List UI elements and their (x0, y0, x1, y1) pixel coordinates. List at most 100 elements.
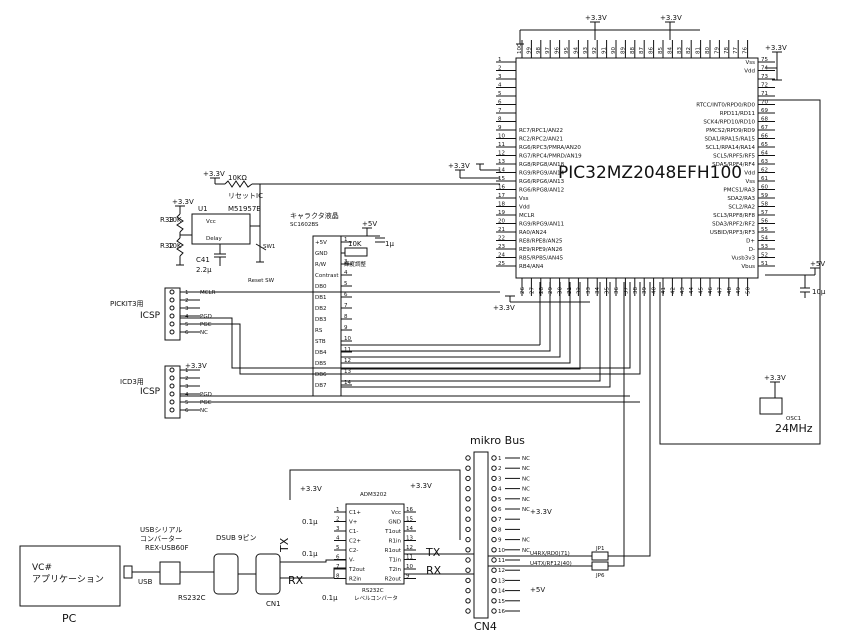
mikro-pin-right (491, 496, 497, 502)
mcu-top-pin-num: 76 (743, 47, 749, 54)
rs232-left-pin-num: 4 (336, 536, 340, 542)
rs232-right-pin-name: T1in (388, 558, 401, 564)
osc-name: OSC1 (786, 416, 801, 422)
mcu-top-pin-num: 98 (536, 47, 542, 54)
icsp-pin-num: 3 (185, 306, 189, 312)
mcu-right-pin-num: 61 (761, 176, 768, 182)
mcu-bottom-pin-num: 44 (689, 287, 695, 294)
mcu-left-pin-name: RG6/RPG6/AN13 (519, 179, 565, 185)
mcu-right-pin-num: 55 (761, 227, 768, 233)
icsp-pin-num: 5 (185, 322, 189, 328)
icsp-pin (169, 407, 175, 413)
mikro-pin-left (465, 547, 471, 553)
mikro-pin-left (465, 485, 471, 492)
mcu-right-pin-num: 62 (761, 168, 768, 174)
icsp-pin (169, 297, 175, 303)
mcu-right-pin-num: 58 (761, 202, 768, 208)
rs232-right-pin-num: 11 (406, 555, 413, 561)
lcd-pin-num: 13 (344, 369, 351, 375)
mcu-bottom-pin-num: 48 (727, 287, 733, 294)
v33-label: +3.3V (300, 485, 322, 493)
reset-ic-label: U1 (198, 205, 208, 213)
mcu-left-pin-name: RG6/RPG8/AN12 (519, 188, 564, 194)
mikro-pin-left (465, 536, 471, 543)
mcu-left-pin-name: RE9/RPE9/AN26 (519, 247, 563, 253)
reset-resistor: 10KΩ (228, 174, 247, 182)
mcu-right-pin-name: SDA3/RPF2/RF2 (712, 222, 755, 228)
pc-conv-line1: USBシリアル (140, 526, 182, 534)
mcu-right-pin-num: 66 (761, 134, 768, 140)
mcu-right-pin-num: 64 (761, 151, 768, 157)
mcu-top-pin-num: 78 (724, 47, 730, 54)
icsp-pin-num: 1 (185, 368, 189, 374)
icsp-pin (169, 367, 175, 373)
lcd-pin-name: +5V (315, 240, 327, 246)
icsp-pin (169, 289, 175, 295)
pc-label: PC (62, 612, 77, 625)
lcd-pin-name: DB0 (315, 284, 327, 290)
reset-circuit: +3.3V 10KΩ リセットIC +3.3V R33 10K R32 10K … (160, 170, 500, 284)
mikro-pin-right (491, 536, 497, 543)
r32-value: 10K (168, 242, 182, 250)
mcu-left-pin-name: MCLR (519, 213, 535, 219)
icsp-pin (169, 321, 175, 327)
mcu-right-pin-name: Vusb3v3 (732, 256, 756, 262)
rs232-left-pin-name: V+ (349, 520, 358, 526)
v33-label: +3.3V (203, 170, 225, 178)
lcd-pin-name: R/W (315, 262, 327, 268)
v33-label: +3.3V (185, 362, 207, 370)
mikro-pin-right (491, 577, 497, 584)
rs232-left-pin-name: C1- (349, 529, 358, 535)
mcu-right-pin-name: Vss (746, 179, 756, 185)
mikro-pin-right (491, 465, 497, 471)
mcu-top-pin-num: 100 (517, 43, 523, 54)
mcu-left-pin-name: RB4/AN4 (519, 264, 544, 270)
mcu-right-pin-name: SDA1/RPA15/RA15 (704, 137, 755, 143)
mcu-top-pin-num: 80 (705, 47, 711, 54)
mikro-label: CN4 (474, 620, 497, 633)
v33-label: +3.3V (765, 44, 787, 52)
lcd-pin-name: Contrast (315, 273, 339, 279)
icsp-pin-num: 2 (185, 298, 189, 304)
v33-label: +3.3V (585, 14, 607, 22)
mcu-right-pin-num: 72 (761, 83, 768, 89)
pc-rs232c: RS232C (178, 594, 206, 602)
mikro-pin-num: 9 (498, 538, 502, 544)
icsp-pin-num: 6 (185, 330, 189, 336)
mcu-body (515, 57, 759, 279)
lcd-pin-num: 6 (344, 292, 348, 298)
mikro-nc: NC (522, 487, 530, 493)
pc-tx: TX (278, 537, 291, 553)
mikro-pin-left (465, 455, 471, 461)
mikro-pin-right (491, 567, 497, 573)
icsp2-title: ICD3用 (120, 378, 144, 386)
mikro-pin-left (465, 465, 471, 471)
mikro-pin-right (491, 587, 497, 594)
mikro-pin-right (491, 455, 497, 461)
v33-label: +3.3V (660, 14, 682, 22)
mcu-bottom-pin-num: 40 (652, 287, 658, 294)
mcu-left-pin-num: 8 (498, 117, 502, 123)
pc-dsub: DSUB 9ピン (216, 534, 256, 542)
dsub-male (213, 553, 239, 595)
lcd-pin-num: 9 (344, 325, 348, 331)
rs232-cap: 0.1μ (302, 550, 318, 558)
mikro-pin-num: 7 (498, 517, 502, 523)
rs232-left-pin-name: T2out (348, 567, 366, 573)
u4tx-label: U4TX/RF12(40) (530, 561, 572, 567)
lcd-pin-num: 12 (344, 358, 351, 364)
mcu-left-pin-num: 13 (498, 159, 505, 165)
mikro-pin-left (465, 516, 471, 522)
rs232-left-pin-num: 3 (336, 526, 340, 532)
rs232-cap: 0.1μ (302, 518, 318, 526)
mcu-bottom-pin-num: 38 (633, 287, 639, 294)
mcu-bottom-pin-num: 41 (661, 287, 667, 294)
mcu-bottom-pin-num: 46 (708, 287, 714, 294)
pc-rx: RX (288, 574, 304, 587)
mcu-left-pin-num: 6 (498, 100, 502, 106)
mcu-left-pin-num: 15 (498, 176, 505, 182)
